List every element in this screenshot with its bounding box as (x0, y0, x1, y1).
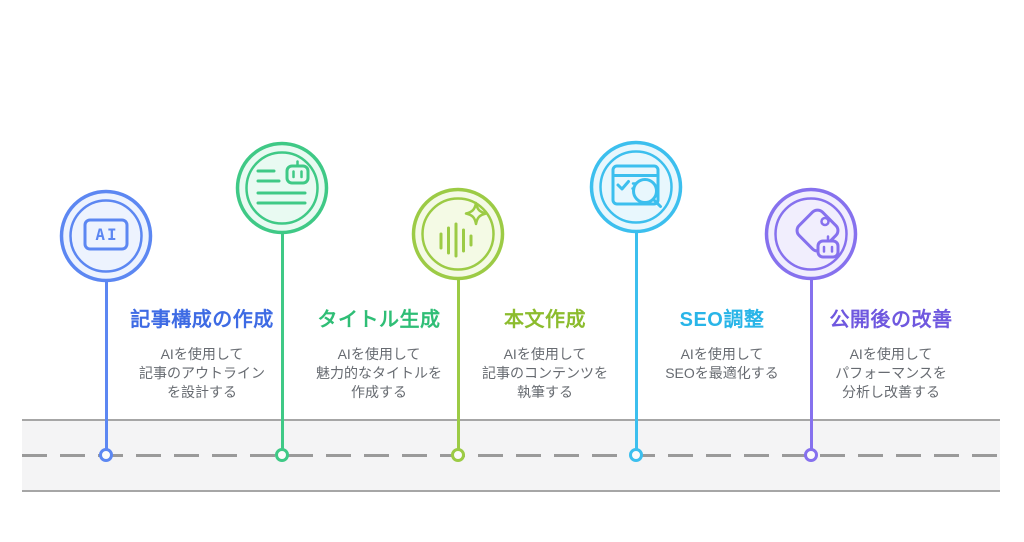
step-title: 本文作成 (504, 309, 586, 331)
timeline-node-dot (275, 448, 289, 462)
tag-robot-icon (763, 186, 859, 282)
timeline-road (22, 419, 1000, 492)
timeline-stem (104, 278, 108, 455)
timeline-node-dot (629, 448, 643, 462)
timeline-stem (456, 276, 460, 455)
waveform-sparkle-icon (410, 186, 506, 282)
timeline-node-dot (451, 448, 465, 462)
step-title: タイトル生成 (317, 309, 441, 331)
step-title: 公開後の改善 (829, 309, 953, 331)
step-title: SEO調整 (679, 309, 765, 331)
timeline-node-dot (99, 448, 113, 462)
step-description: AIを使用して 魅力的なタイトルを 作成する (316, 346, 442, 400)
step-description: AIを使用して パフォーマンスを 分析し改善する (835, 346, 947, 400)
step-description: AIを使用して 記事のコンテンツを 執筆する (482, 346, 608, 400)
step-description: AIを使用して 記事のアウトライン を設計する (139, 346, 265, 400)
browser-search-icon (588, 139, 684, 235)
step-title: 記事構成の作成 (130, 309, 274, 331)
ai-chip-icon: AI (58, 188, 154, 284)
road-center-dashed-line (22, 454, 1000, 457)
document-robot-icon (234, 140, 330, 236)
step-description: AIを使用して SEOを最適化する (665, 346, 779, 381)
timeline-node-dot (804, 448, 818, 462)
timeline-stem (634, 229, 638, 455)
timeline-stem (280, 230, 284, 455)
timeline-stem (809, 276, 813, 455)
svg-text:AI: AI (95, 225, 118, 244)
